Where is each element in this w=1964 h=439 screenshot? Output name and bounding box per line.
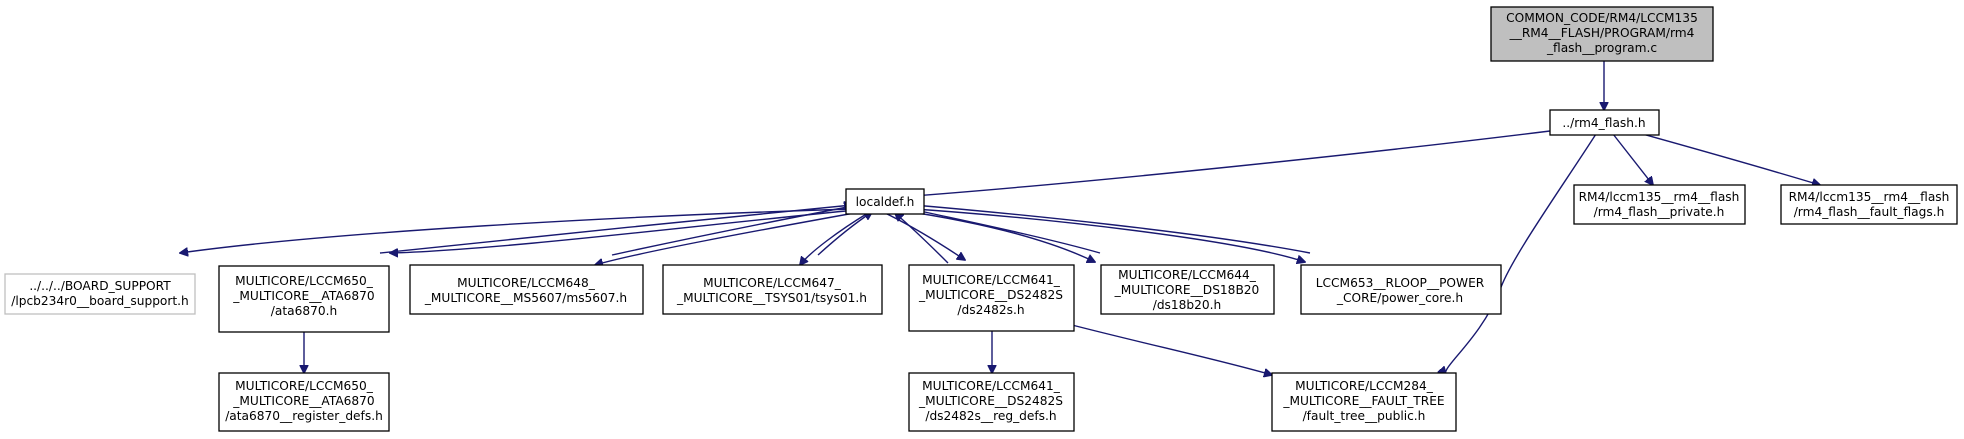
edge-localdef-to-power-core — [899, 207, 1305, 262]
node-label-line: MULTICORE/LCCM648_ — [457, 276, 596, 290]
node-label-line: RM4/lccm135__rm4__flash — [1579, 190, 1740, 204]
edge-localdef-to-ds2482s — [884, 212, 965, 260]
node-ds18b20-h[interactable]: MULTICORE/LCCM644_ _MULTICORE__DS18B20 /… — [1100, 264, 1275, 315]
node-label-line: _MULTICORE__ATA6870 — [232, 289, 374, 303]
node-label-line: _MULTICORE__DS2482S — [918, 394, 1063, 408]
node-label-line: _MULTICORE__FAULT_TREE — [1282, 394, 1444, 408]
edge-rm4-flash-to-localdef — [900, 130, 1551, 197]
node-label-line: /rm4_flash__fault_flags.h — [1794, 205, 1945, 219]
node-label-line: _MULTICORE__TSYS01/tsys01.h — [676, 291, 867, 305]
node-rm4-flash-fault-flags-h[interactable]: RM4/lccm135__rm4__flash /rm4_flash__faul… — [1780, 184, 1958, 225]
edge-ms5607-to-localdef — [611, 205, 858, 256]
node-label-line: /rm4_flash__private.h — [1594, 205, 1725, 219]
node-label-line: _MULTICORE__DS18B20 — [1114, 283, 1260, 297]
node-tsys01-h[interactable]: MULTICORE/LCCM647_ _MULTICORE__TSYS01/ts… — [662, 264, 883, 315]
node-label-line: /ds2482s__reg_defs.h — [925, 409, 1056, 423]
node-ata6870-h[interactable]: MULTICORE/LCCM650_ _MULTICORE__ATA6870 /… — [218, 265, 390, 333]
node-label-line: MULTICORE/LCCM647_ — [703, 276, 842, 290]
node-label-line: MULTICORE/LCCM644_ — [1118, 268, 1257, 282]
edge-localdef-to-ds18b20 — [897, 209, 1095, 262]
node-label-line: /fault_tree__public.h — [1303, 409, 1426, 423]
edge-ds2482s-to-localdef — [895, 213, 949, 264]
node-rm4-flash-h[interactable]: ../rm4_flash.h — [1549, 109, 1660, 136]
node-label-line: MULTICORE/LCCM650_ — [235, 379, 374, 393]
node-rm4-flash-private-h[interactable]: RM4/lccm135__rm4__flash /rm4_flash__priv… — [1573, 184, 1746, 225]
edge-power-core-to-localdef — [902, 204, 1311, 254]
node-label-line: LCCM653__RLOOP__POWER — [1316, 276, 1485, 290]
edge-ata6870-to-localdef — [379, 205, 852, 254]
node-ms5607-h[interactable]: MULTICORE/LCCM648_ _MULTICORE__MS5607/ms… — [409, 264, 644, 315]
node-label-line: MULTICORE/LCCM284_ — [1295, 379, 1434, 393]
edge-localdef-to-board-support — [180, 208, 853, 253]
node-label-line: ../rm4_flash.h — [1562, 116, 1645, 130]
edge-rm4-flash-to-fault-flags — [1627, 129, 1820, 185]
edge-localdef-to-ata6870 — [390, 209, 857, 253]
edge-localdef-to-ms5607 — [595, 211, 861, 265]
node-label-line: /ds18b20.h — [1153, 298, 1222, 312]
node-fault-tree-public-h[interactable]: MULTICORE/LCCM284_ _MULTICORE__FAULT_TRE… — [1271, 372, 1457, 432]
node-power-core-h[interactable]: LCCM653__RLOOP__POWER _CORE/power_core.h — [1300, 264, 1502, 315]
node-localdef-h[interactable]: localdef.h — [845, 188, 925, 215]
node-label-line: __RM4__FLASH/PROGRAM/rm4 — [1509, 26, 1695, 40]
edge-rm4-flash-to-fault-tree — [1445, 133, 1597, 375]
node-label-line: /ds2482s.h — [957, 303, 1024, 317]
node-board-support-h[interactable]: ../../../BOARD_SUPPORT /lpcb234r0__board… — [4, 273, 196, 315]
node-label-line: MULTICORE/LCCM641_ — [922, 379, 1061, 393]
node-label-line: _MULTICORE__ATA6870 — [232, 394, 374, 408]
node-rm4-flash-program-c[interactable]: COMMON_CODE/RM4/LCCM135 __RM4__FLASH/PRO… — [1490, 6, 1714, 62]
node-label-line: _MULTICORE__MS5607/ms5607.h — [424, 291, 627, 305]
edge-localdef-to-tsys01 — [800, 212, 869, 265]
node-label-line: COMMON_CODE/RM4/LCCM135 — [1506, 11, 1698, 25]
node-ds2482s-reg-defs-h[interactable]: MULTICORE/LCCM641_ _MULTICORE__DS2482S /… — [908, 372, 1075, 432]
node-label-line: /ata6870.h — [271, 304, 337, 318]
node-label-line: /lpcb234r0__board_support.h — [11, 294, 189, 308]
node-ds2482s-h[interactable]: MULTICORE/LCCM641_ _MULTICORE__DS2482S /… — [908, 264, 1075, 332]
node-label-line: localdef.h — [856, 195, 915, 209]
node-label-line: /ata6870__register_defs.h — [225, 409, 383, 423]
node-ata6870-register-defs-h[interactable]: MULTICORE/LCCM650_ _MULTICORE__ATA6870 /… — [218, 372, 390, 432]
edge-ds2482s-to-fault-tree — [1071, 324, 1272, 375]
node-label-line: _flash__program.c — [1546, 41, 1657, 55]
node-label-line: ../../../BOARD_SUPPORT — [29, 279, 171, 293]
node-label-line: _CORE/power_core.h — [1336, 291, 1463, 305]
node-label-line: MULTICORE/LCCM650_ — [235, 274, 374, 288]
node-label-line: RM4/lccm135__rm4__flash — [1789, 190, 1950, 204]
node-label-line: MULTICORE/LCCM641_ — [922, 273, 1061, 287]
edge-rm4-flash-to-private — [1612, 133, 1653, 185]
node-label-line: _MULTICORE__DS2482S — [918, 288, 1063, 302]
